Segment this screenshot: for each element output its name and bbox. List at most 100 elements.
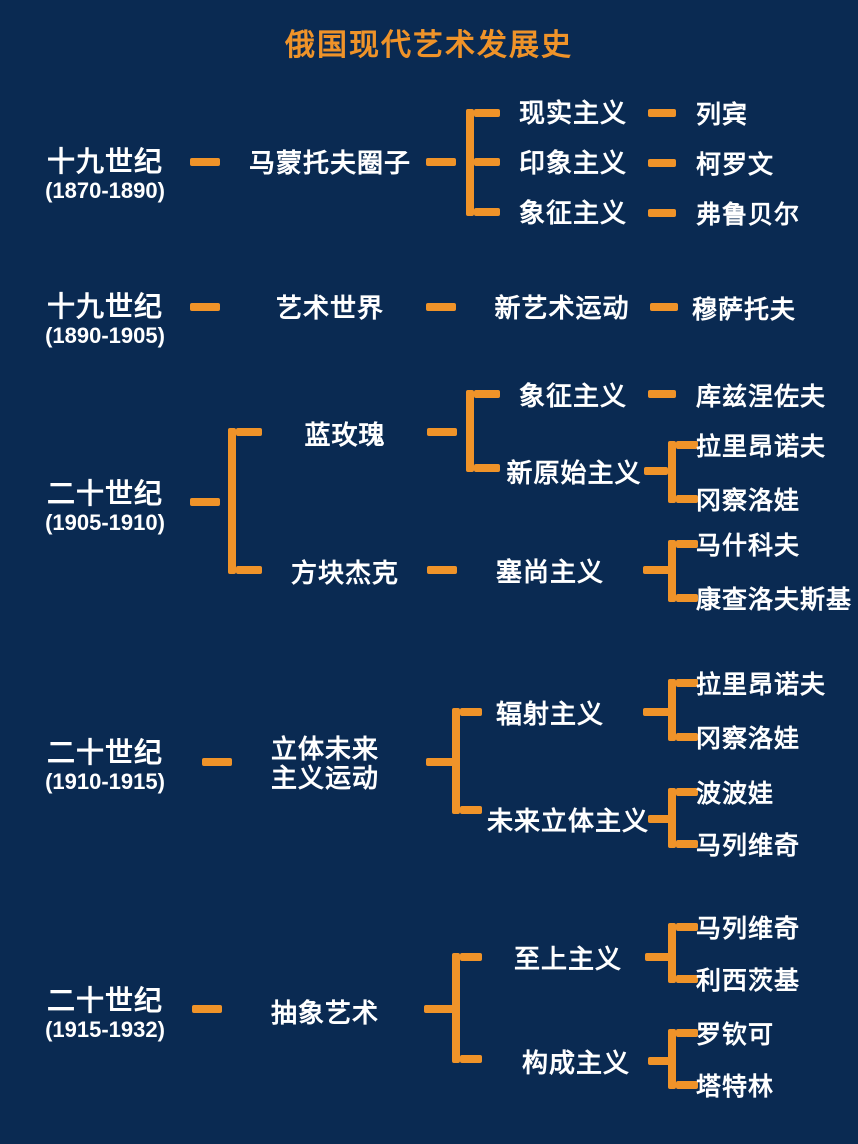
group-label: 立体未来 主义运动 xyxy=(250,735,400,793)
connector-line xyxy=(192,1005,222,1013)
artist-label: 库兹涅佐夫 xyxy=(696,383,827,411)
movement-label: 新原始主义 xyxy=(506,458,642,488)
bracket-arm xyxy=(676,975,698,983)
artist-label: 康查洛夫斯基 xyxy=(696,586,853,614)
era-node: 二十世纪 (1915-1932) xyxy=(25,985,185,1043)
era-period-label: (1890-1905) xyxy=(45,323,165,348)
connector-line xyxy=(643,566,671,574)
artist-label: 列宾 xyxy=(696,101,749,129)
connector-line xyxy=(190,303,220,311)
movement-label: 象征主义 xyxy=(518,198,627,228)
artist-label: 波波娃 xyxy=(696,780,775,808)
bracket-arm xyxy=(474,464,500,472)
connector-line xyxy=(648,1057,676,1065)
group-label-line2: 主义运动 xyxy=(270,763,379,793)
era-label: 二十世纪 xyxy=(46,985,163,1016)
group-label: 抽象艺术 xyxy=(270,998,379,1028)
era-node: 二十世纪 (1910-1915) xyxy=(25,737,185,795)
bracket-line xyxy=(228,428,236,574)
era-node: 十九世纪 (1890-1905) xyxy=(25,291,185,349)
artist-label: 柯罗文 xyxy=(696,151,775,179)
artist-label: 塔特林 xyxy=(696,1073,775,1101)
connector-line xyxy=(190,158,220,166)
bracket-arm xyxy=(676,840,698,848)
connector-line xyxy=(424,1005,454,1013)
artist-label: 冈察洛娃 xyxy=(696,725,801,753)
bracket-arm xyxy=(676,1081,698,1089)
bracket-arm xyxy=(460,953,482,961)
connector-line xyxy=(648,390,676,398)
diagram-title: 俄国现代艺术发展史 xyxy=(285,29,573,62)
artist-label: 马列维奇 xyxy=(696,915,801,943)
bracket-arm xyxy=(676,441,698,449)
group-label-line1: 立体未来 xyxy=(270,734,379,764)
bracket-line xyxy=(452,708,460,814)
bracket-arm xyxy=(236,566,262,574)
bracket-arm xyxy=(460,806,482,814)
era-period-label: (1915-1932) xyxy=(45,1017,165,1042)
era-label: 二十世纪 xyxy=(46,737,163,768)
group-label: 蓝玫瑰 xyxy=(304,420,386,450)
bracket-arm xyxy=(474,109,500,117)
bracket-line xyxy=(466,109,474,216)
artist-label: 弗鲁贝尔 xyxy=(696,201,801,229)
connector-line xyxy=(202,758,232,766)
movement-label: 至上主义 xyxy=(513,944,622,974)
bracket-arm xyxy=(676,1029,698,1037)
era-node: 十九世纪 (1870-1890) xyxy=(25,146,185,204)
era-label: 十九世纪 xyxy=(46,291,163,322)
bracket-arm xyxy=(474,208,500,216)
artist-label: 马什科夫 xyxy=(696,532,801,560)
artist-label: 罗钦可 xyxy=(696,1021,775,1049)
bracket-arm xyxy=(676,679,698,687)
connector-line xyxy=(648,815,672,823)
movement-label: 未来立体主义 xyxy=(487,806,650,836)
bracket-line xyxy=(668,923,676,983)
bracket-arm xyxy=(474,158,500,166)
era-label: 二十世纪 xyxy=(46,478,163,509)
connector-line xyxy=(644,467,668,475)
movement-label: 构成主义 xyxy=(521,1048,630,1078)
connector-line xyxy=(426,303,456,311)
bracket-arm xyxy=(474,390,500,398)
group-label: 马蒙托夫圈子 xyxy=(248,148,411,178)
bracket-line xyxy=(668,788,676,848)
connector-line xyxy=(645,953,673,961)
era-period-label: (1910-1915) xyxy=(45,769,165,794)
movement-label: 象征主义 xyxy=(518,381,627,411)
movement-label: 新艺术运动 xyxy=(494,293,630,323)
connector-line xyxy=(427,428,457,436)
connector-line xyxy=(643,708,671,716)
artist-label: 拉里昂诺夫 xyxy=(696,433,827,461)
movement-label: 现实主义 xyxy=(518,98,627,128)
bracket-arm xyxy=(460,1055,482,1063)
bracket-arm xyxy=(236,428,262,436)
artist-label: 拉里昂诺夫 xyxy=(696,671,827,699)
bracket-arm xyxy=(676,788,698,796)
connector-line xyxy=(426,758,456,766)
connector-line xyxy=(427,566,457,574)
connector-line xyxy=(648,109,676,117)
group-label: 艺术世界 xyxy=(275,293,384,323)
bracket-line xyxy=(668,441,676,503)
connector-line xyxy=(648,159,676,167)
bracket-arm xyxy=(676,923,698,931)
era-label: 十九世纪 xyxy=(46,146,163,177)
bracket-line xyxy=(668,1029,676,1089)
artist-label: 马列维奇 xyxy=(696,832,801,860)
group-label: 方块杰克 xyxy=(290,558,399,588)
connector-line xyxy=(648,209,676,217)
bracket-arm xyxy=(676,495,698,503)
era-period-label: (1870-1890) xyxy=(45,178,165,203)
bracket-arm xyxy=(676,594,698,602)
connector-line xyxy=(426,158,456,166)
artist-label: 利西茨基 xyxy=(696,967,801,995)
connector-line xyxy=(190,498,220,506)
artist-label: 冈察洛娃 xyxy=(696,487,801,515)
bracket-arm xyxy=(460,708,482,716)
bracket-line xyxy=(452,953,460,1063)
movement-label: 辐射主义 xyxy=(495,699,604,729)
bracket-arm xyxy=(676,540,698,548)
artist-label: 穆萨托夫 xyxy=(692,296,797,324)
